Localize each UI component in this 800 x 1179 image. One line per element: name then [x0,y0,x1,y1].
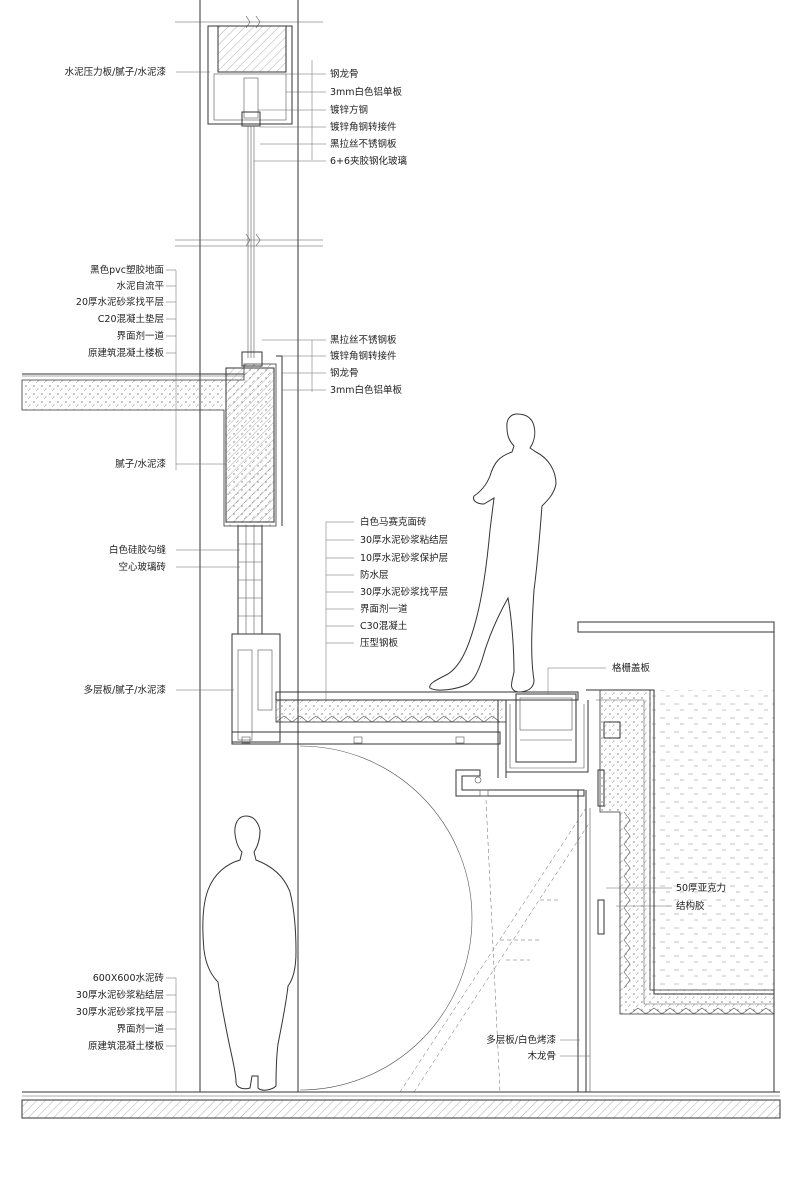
label-interface-agent-2: 界面剂一道 [116,1023,164,1035]
glass-clamp-mid [241,351,263,367]
label-acrylic: 50厚亚克力 [676,882,726,894]
top-steel-frame [213,73,287,121]
upper-deck-slab [231,691,579,778]
label-screed-20: 20厚水泥砂浆找平层 [76,296,164,308]
label-putty-paint: 腻子/水泥漆 [115,458,166,470]
label-cement-tile: 600X600水泥砖 [93,972,165,984]
label-interface-agent-center: 界面剂一道 [360,603,408,615]
label-c30-concrete: C30混凝土 [360,620,408,632]
label-screed-30: 30厚水泥砂浆找平层 [76,1006,164,1018]
label-profiled-steel: 压型钢板 [360,637,399,649]
label-aluminium-panel-2: 3mm白色铝单板 [330,384,403,396]
label-silicone-joint: 白色硅胶勾缝 [109,544,167,556]
top-concrete-beam [217,25,287,73]
leader-lines-left [166,71,240,1092]
label-steel-keel-2: 钢龙骨 [330,367,359,379]
labels-right-top: 钢龙骨 3mm白色铝单板 镀锌方钢 镀锌角钢转接件 黑拉丝不锈钢板 6+6夹胶钢… [330,68,407,167]
pool-top-edge [577,621,775,633]
laminated-glass-panel [247,126,255,358]
label-glass-block: 空心玻璃砖 [118,561,166,573]
person-arms-crossed-silhouette [429,413,557,693]
label-plywood-lacquer: 多层板/白色烤漆 [486,1034,556,1046]
label-structural-adhesive: 结构胶 [676,900,705,912]
plywood-wall-panel [577,790,591,1092]
label-angle-connector: 镀锌角钢转接件 [330,121,397,133]
leader-lines-right [254,60,672,1057]
door-swing-arc [299,745,473,1091]
hollow-glass-block-column [237,525,263,635]
label-mosaic-tile: 白色马赛克面砖 [360,516,427,528]
label-wood-keel: 木龙骨 [527,1050,556,1062]
labels-left: 水泥压力板/腻子/水泥漆 黑色pvc塑胶地面 水泥自流平 20厚水泥砂浆找平层 … [65,66,167,1052]
label-angle-connector-2: 镀锌角钢转接件 [330,350,397,362]
label-protective-layer: 10厚水泥砂浆保护层 [360,552,448,564]
dashed-projection [399,799,591,1093]
label-steel-keel: 钢龙骨 [330,68,359,80]
label-square-steel: 镀锌方钢 [330,104,368,116]
mid-concrete-beam [225,367,275,523]
labels-center: 白色马赛克面砖 30厚水泥砂浆粘结层 10厚水泥砂浆保护层 防水层 30厚水泥砂… [360,516,448,649]
label-bond-layer: 30厚水泥砂浆粘结层 [76,989,164,1001]
label-self-leveling: 水泥自流平 [116,280,164,292]
person-standing-silhouette [202,815,297,1091]
plywood-enclosure [231,633,281,743]
labels-right-mid: 黑拉丝不锈钢板 镀锌角钢转接件 钢龙骨 3mm白色铝单板 [330,334,403,396]
label-original-slab-2: 原建筑混凝土楼板 [88,1040,165,1052]
label-pvc-floor: 黑色pvc塑胶地面 [90,264,164,276]
ceiling-steel-bracket [455,769,585,797]
label-laminated-glass: 6+6夹胶钢化玻璃 [330,155,407,167]
drain-channel [505,693,589,773]
label-original-slab: 原建筑混凝土楼板 [88,347,165,359]
label-bond-layer-30: 30厚水泥砂浆粘结层 [360,534,448,546]
pool-wall-structure [586,689,775,1015]
label-stainless-plate: 黑拉丝不锈钢板 [330,138,397,150]
label-interface-agent: 界面剂一道 [116,330,164,342]
label-grate-cover: 格栅盖板 [612,662,651,674]
label-waterproof: 防水层 [360,569,389,581]
label-plywood-putty: 多层板/腻子/水泥漆 [84,684,167,696]
label-aluminium-panel: 3mm白色铝单板 [330,86,403,98]
top-aluminium-cladding [207,25,293,125]
label-c20-concrete: C20混凝土垫层 [98,313,164,325]
label-screed-30-center: 30厚水泥砂浆找平层 [360,586,448,598]
label-cement-board: 水泥压力板/腻子/水泥漆 [65,66,167,78]
ground-floor-slab [21,1091,781,1119]
galvanized-square-steel [243,77,259,119]
break-mark-mid [175,233,323,247]
pool-water [650,690,774,990]
label-stainless-plate-2: 黑拉丝不锈钢板 [330,334,397,346]
